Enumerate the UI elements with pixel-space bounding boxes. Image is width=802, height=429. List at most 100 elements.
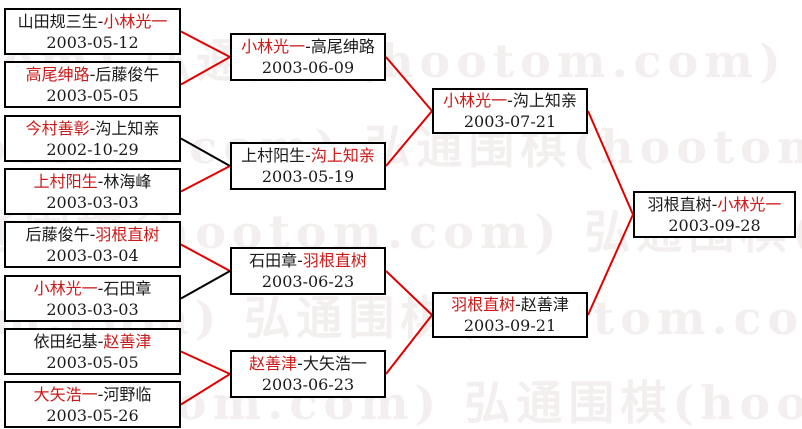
bracket-connector [180,56,231,86]
bracket-connector [385,110,433,167]
match-date: 2003-06-23 [261,375,355,394]
matchup: 小林光一-石田章 [34,278,152,299]
matchup: 羽根直树-小林光一 [648,194,782,215]
vs-dash: - [89,64,96,84]
player-name: 羽根直树 [451,295,516,314]
player-name: 小林光一 [241,37,306,56]
player-name: 羽根直树 [647,194,712,214]
bracket-connector [385,56,433,112]
player-name: 沟上知亲 [310,146,375,165]
match-date: 2003-09-21 [463,316,557,335]
player-name: 大矢浩一 [302,354,367,373]
match-date: 2003-07-21 [463,112,557,131]
match-date: 2003-09-28 [668,215,761,235]
bracket-connector [180,350,231,375]
match-date: 2003-06-09 [261,58,355,77]
vs-dash: - [711,194,718,214]
bracket-connector [180,165,231,193]
vs-dash: - [89,224,96,244]
bracket-connector [180,30,231,58]
bracket-connector [180,243,231,272]
match-date: 2003-03-04 [46,245,139,265]
matchup: 赵善津-大矢浩一 [249,353,367,374]
player-name: 赵善津 [520,295,569,314]
vs-dash: - [97,11,104,31]
match-date: 2003-05-05 [46,352,139,372]
match-date: 2003-05-26 [46,405,139,425]
player-name: 沟上知亲 [95,118,160,138]
bracket-connector [180,373,231,406]
player-name: 上村阳生 [33,171,98,191]
vs-dash: - [97,171,104,191]
matchup: 山田规三生-小林光一 [18,11,168,32]
matchup: 石田章-羽根直树 [249,250,367,271]
vs-dash: - [305,37,311,56]
player-name: 河野临 [103,384,152,404]
bracket-connector [587,110,634,215]
matchup: 上村阳生-林海峰 [34,171,152,192]
player-name: 今村善彰 [25,118,90,138]
matchup: 大矢浩一-河野临 [34,384,152,405]
bracket-connector [385,270,433,316]
player-name: 小林光一 [717,194,782,214]
player-name: 石田章 [249,251,298,270]
matchup: 后藤俊午-羽根直树 [26,224,160,245]
player-name: 林海峰 [103,171,152,191]
vs-dash: - [297,354,303,373]
player-name: 赵善津 [103,331,152,351]
match-date: 2003-05-19 [261,167,355,186]
match-date: 2002-10-29 [46,139,139,159]
player-name: 小林光一 [103,11,168,31]
player-name: 上村阳生 [241,146,306,165]
bracket-connector [587,214,634,316]
matchup: 今村善彰-沟上知亲 [26,118,160,139]
match-date: 2003-05-12 [46,32,139,52]
vs-dash: - [305,146,311,165]
player-name: 山田规三生 [17,11,98,31]
vs-dash: - [97,331,104,351]
match-date: 2003-03-03 [46,299,139,319]
matchup: 上村阳生-沟上知亲 [241,145,375,166]
bracket-connector [180,137,231,167]
vs-dash: - [515,295,521,314]
player-name: 高尾绅路 [310,37,375,56]
vs-dash: - [97,384,104,404]
player-name: 赵善津 [249,354,298,373]
match-date: 2003-03-03 [46,192,139,212]
player-name: 羽根直树 [95,224,160,244]
player-name: 羽根直树 [302,251,367,270]
bracket-connector [180,270,231,300]
vs-dash: - [297,251,303,270]
player-name: 后藤俊午 [95,64,160,84]
player-name: 石田章 [103,278,152,298]
match-date: 2003-05-05 [46,85,139,105]
matchup: 高尾绅路-后藤俊午 [26,64,160,85]
matchup: 依田纪基-赵善津 [34,331,152,352]
player-name: 小林光一 [443,91,508,110]
player-name: 后藤俊午 [25,224,90,244]
match-box-sf1: 小林光一-沟上知亲 2003-07-21 [432,88,588,134]
matchup: 小林光一-高尾绅路 [241,36,375,57]
vs-dash: - [507,91,513,110]
player-name: 依田纪基 [33,331,98,351]
vs-dash: - [97,278,104,298]
match-date: 2003-06-23 [261,272,355,291]
vs-dash: - [89,118,96,138]
matchup: 羽根直树-赵善津 [451,294,569,315]
player-name: 沟上知亲 [512,91,577,110]
